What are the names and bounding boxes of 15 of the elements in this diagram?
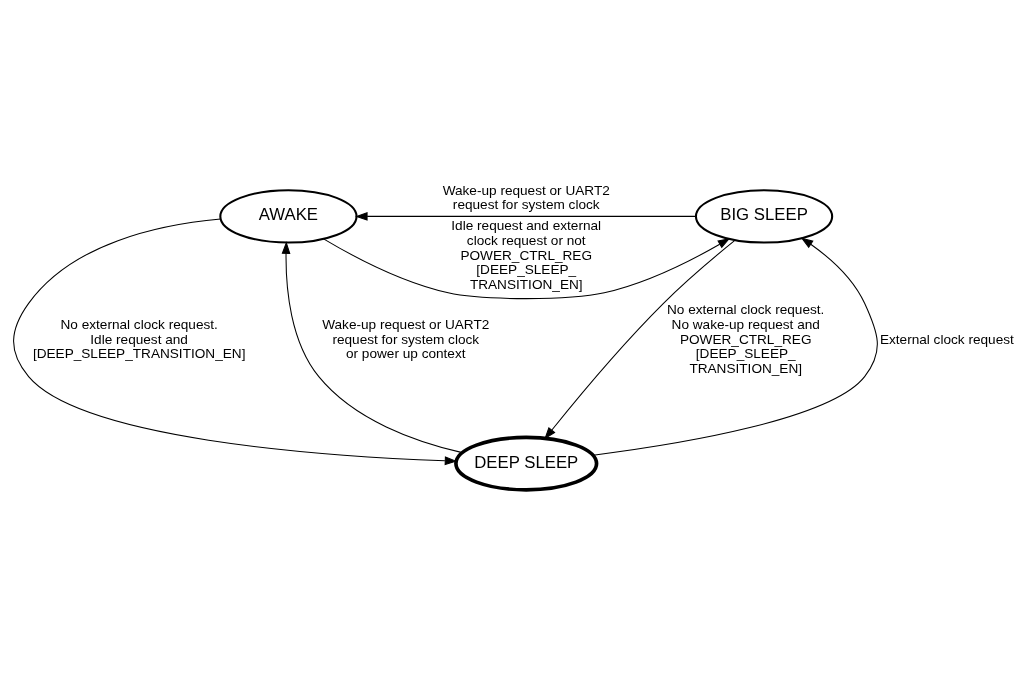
arrow (592, 236, 878, 456)
arrow (281, 240, 463, 453)
edge-label: No external clock request. Idle request and [DEEP_SLEEP_TRANSITION_EN] (32, 316, 246, 361)
arrow (544, 239, 736, 440)
node-ellipse: DEEP SLEEP (454, 435, 599, 492)
edge-label: External clock request (879, 331, 1014, 347)
node-ellipse: BIG SLEEP (694, 188, 834, 244)
arrow (323, 237, 731, 299)
edge-label: Wake-up request or UART2 request for system clock or power up context (322, 316, 490, 361)
arrow (13, 217, 458, 465)
node-ellipse: AWAKE (219, 188, 358, 244)
arrow (355, 211, 697, 221)
edge-label: Wake-up request or UART2 request for system clock (442, 182, 610, 212)
edge-label: No external clock request. No wake-up request and POWER_CTRL_REG [DEEP_SLEEP_ TRANSITION_EN] (667, 301, 825, 376)
edge-label: Idle request and external clock request or not POWER_CTRL_REG [DEEP_SLEEP_ TRANSITION_EN] (451, 217, 602, 292)
